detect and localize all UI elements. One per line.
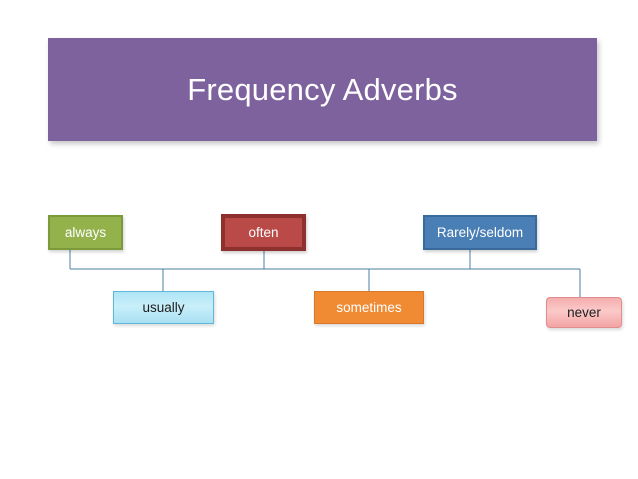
node-often-label: often xyxy=(248,224,279,240)
node-always-label: always xyxy=(64,224,107,240)
node-never[interactable]: never xyxy=(546,297,622,328)
node-rarely-seldom[interactable]: Rarely/seldom xyxy=(423,215,537,250)
node-usually-label: usually xyxy=(142,299,185,315)
node-sometimes[interactable]: sometimes xyxy=(314,291,424,324)
node-always[interactable]: always xyxy=(48,215,123,250)
page-title: Frequency Adverbs xyxy=(187,72,458,107)
title-banner: Frequency Adverbs xyxy=(48,38,597,141)
node-rarely-seldom-label: Rarely/seldom xyxy=(436,224,524,240)
node-sometimes-label: sometimes xyxy=(336,299,402,315)
node-never-label: never xyxy=(567,304,601,320)
node-usually[interactable]: usually xyxy=(113,291,214,324)
node-often[interactable]: often xyxy=(221,214,306,251)
